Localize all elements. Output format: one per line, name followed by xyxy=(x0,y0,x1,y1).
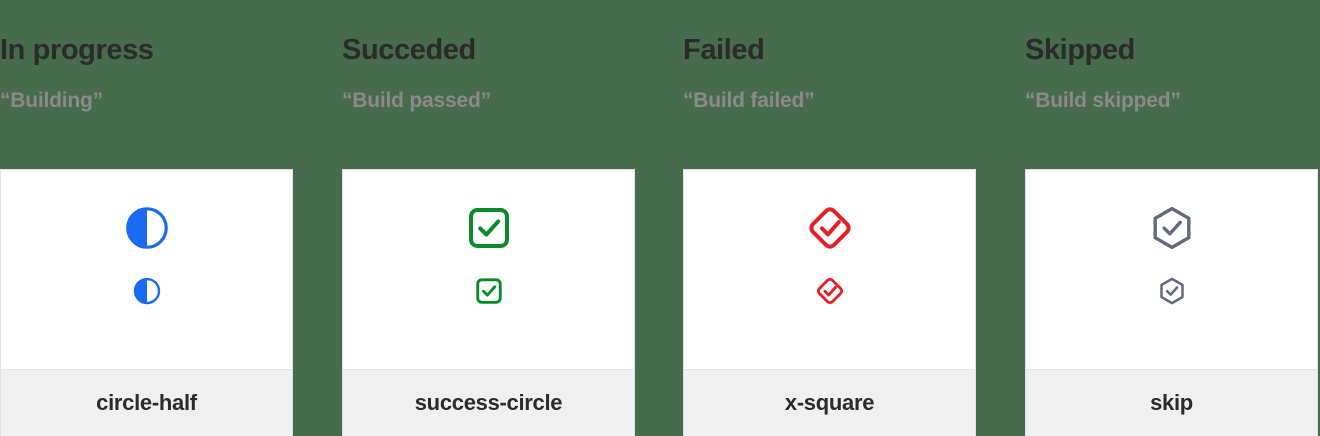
icon-card-footer: skip xyxy=(1026,369,1317,436)
column-heading: Succeded xyxy=(342,34,476,66)
column-subtitle: “Build failed” xyxy=(683,89,815,112)
circle-half-icon-small xyxy=(133,277,160,305)
icon-card-body xyxy=(684,170,975,368)
icon-card[interactable]: skip xyxy=(1025,169,1318,436)
icon-card[interactable]: circle-half xyxy=(0,169,293,436)
skip-icon-small xyxy=(1159,277,1184,305)
x-square-icon-small xyxy=(816,277,843,305)
circle-half-icon xyxy=(125,207,168,249)
icon-name-label: success-circle xyxy=(414,390,563,415)
success-circle-icon-small xyxy=(475,278,502,304)
status-column-failed: Failed “Build failed” x-square xyxy=(683,0,976,436)
icon-card-body xyxy=(1026,170,1317,368)
column-subtitle: “Build skipped” xyxy=(1025,89,1181,112)
column-heading: Skipped xyxy=(1025,34,1135,66)
skip-icon xyxy=(1153,206,1190,250)
success-circle-icon xyxy=(468,208,509,248)
icon-name-label: circle-half xyxy=(96,390,197,415)
column-heading: Failed xyxy=(683,34,765,66)
column-heading: In progress xyxy=(0,34,154,66)
status-column-succeded: Succeded “Build passed” success-circle xyxy=(342,0,635,436)
icon-card-footer: x-square xyxy=(684,369,975,436)
x-square-icon xyxy=(808,207,851,249)
column-subtitle: “Build passed” xyxy=(342,89,491,112)
icon-card-body xyxy=(1,170,292,368)
status-column-in-progress: In progress “Building” circle-half xyxy=(0,0,293,436)
status-column-skipped: Skipped “Build skipped” skip xyxy=(1025,0,1318,436)
icon-name-label: skip xyxy=(1150,390,1193,415)
icon-card[interactable]: x-square xyxy=(683,169,976,436)
column-subtitle: “Building” xyxy=(0,89,103,112)
icon-card-footer: success-circle xyxy=(343,369,634,436)
icon-name-label: x-square xyxy=(784,390,875,415)
icon-card[interactable]: success-circle xyxy=(342,169,635,436)
icon-card-footer: circle-half xyxy=(1,369,292,436)
icon-card-body xyxy=(343,170,634,368)
